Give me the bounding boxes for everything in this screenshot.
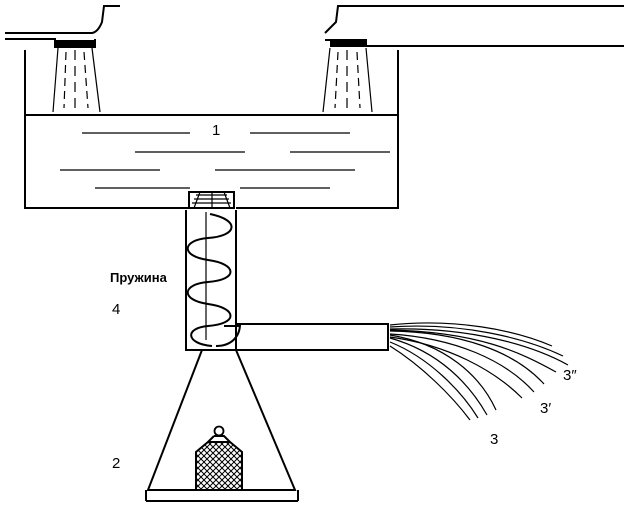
jet-3-label: 3 xyxy=(490,431,498,448)
weight: 2 xyxy=(112,425,243,491)
spring-coil xyxy=(186,213,233,347)
jet-3-double-prime xyxy=(389,322,569,373)
water-surface-lines xyxy=(60,132,390,189)
jet-3-double-prime-label: 3″ xyxy=(563,367,577,384)
spring-label: Пружина xyxy=(110,270,168,285)
jet-3-prime xyxy=(389,330,545,399)
jet-3 xyxy=(389,334,497,421)
left-tap xyxy=(5,5,120,113)
drain-funnel xyxy=(188,191,235,209)
outlet-pipe xyxy=(215,323,389,351)
water-tank: 1 xyxy=(24,50,399,209)
jet-3-prime-label: 3′ xyxy=(540,400,551,417)
right-tap xyxy=(322,5,624,113)
spring-number-label: 4 xyxy=(112,301,120,318)
weight-label: 2 xyxy=(112,455,120,472)
water-jets: 3 3′ 3″ xyxy=(389,322,577,448)
vertical-pipe xyxy=(185,210,237,351)
tank-label: 1 xyxy=(212,122,220,139)
